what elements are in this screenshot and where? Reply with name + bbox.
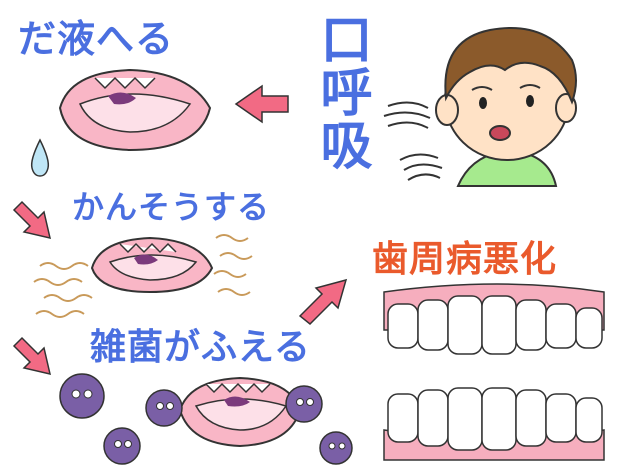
mouth-icon: [58, 68, 212, 152]
drool-drop-icon: [30, 138, 50, 177]
label-gum-disease-worse: 歯周病悪化: [372, 239, 558, 280]
label-germs-increase: 雑菌がふえる: [90, 327, 311, 368]
label-dry: かんそうする: [72, 188, 271, 226]
teeth-icon: [383, 283, 605, 355]
label-mouth-breathing: 口呼吸: [311, 12, 371, 171]
child-icon: [435, 27, 577, 187]
mouth-icon: [178, 376, 302, 448]
mouth-icon: [90, 236, 214, 294]
label-drool-decrease: だ液へる: [18, 17, 175, 61]
arrow-icon: [12, 84, 348, 376]
breath-lines-icon: [383, 101, 443, 181]
dryness-squiggle-icon: [33, 234, 253, 318]
teeth-icon: [383, 387, 605, 461]
germ-icon: [59, 373, 353, 465]
